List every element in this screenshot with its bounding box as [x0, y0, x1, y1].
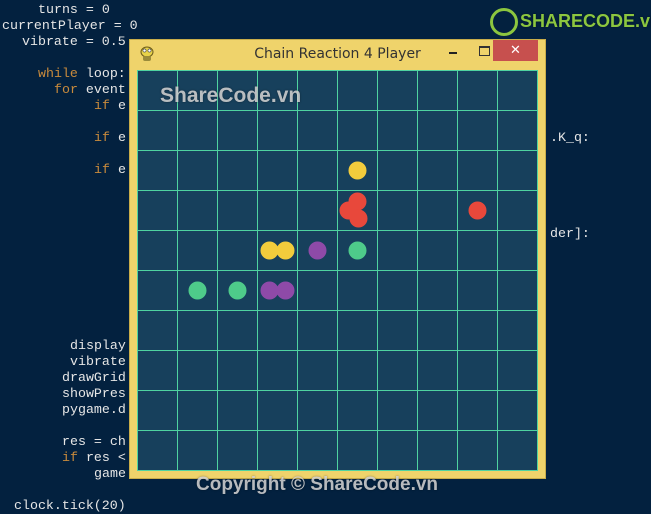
code-line: while loop: [38, 66, 126, 82]
code-line: res = ch [62, 434, 126, 450]
watermark-mid: ShareCode.vn [160, 84, 302, 107]
maximize-button[interactable] [470, 40, 500, 61]
code-text: loop: [77, 66, 126, 81]
code-text: vibrate [70, 354, 126, 369]
code-line: for event [54, 82, 126, 98]
code-text: showPres [62, 386, 126, 401]
code-line: display [70, 338, 126, 354]
code-line: pygame.d [62, 402, 126, 418]
code-line: vibrate [70, 354, 126, 370]
game-board[interactable] [137, 70, 538, 471]
code-keyword: if [94, 98, 110, 113]
code-fragment: .K_q: [550, 130, 590, 145]
orb-yellow [260, 241, 279, 260]
orb-green [348, 241, 367, 260]
orb-yellow [276, 241, 295, 260]
code-text: turns = 0 [38, 2, 110, 17]
code-line: vibrate = 0.5 [22, 34, 126, 50]
orb-purple [276, 281, 295, 300]
code-text: event [77, 82, 126, 97]
sharecode-logo: SHARECODE.vn [490, 8, 651, 36]
code-line: game [94, 466, 126, 482]
orb-purple [308, 241, 327, 260]
code-text: game [94, 466, 126, 481]
window-title: Chain Reaction 4 Player [254, 46, 421, 62]
code-keyword: if [94, 130, 110, 145]
code-text: pygame.d [62, 402, 126, 417]
code-line: if e [94, 98, 126, 114]
code-text: drawGrid [62, 370, 126, 385]
code-keyword: if [62, 450, 78, 465]
code-line: currentPlayer = 0 [2, 18, 138, 34]
code-text: currentPlayer = 0 [2, 18, 138, 33]
code-fragment: der]: [550, 226, 590, 241]
orb-green [188, 281, 207, 300]
code-line: clock.tick(20) [14, 498, 126, 514]
code-line: if res < [62, 450, 126, 466]
watermark-copyright: Copyright © ShareCode.vn [196, 474, 439, 495]
code-text: e [109, 162, 126, 177]
code-text: e [109, 130, 126, 145]
code-text: display [70, 338, 126, 353]
code-text: e [109, 98, 126, 113]
logo-text: SHARECODE.vn [520, 10, 651, 31]
orb-red [468, 201, 487, 220]
code-keyword: if [94, 162, 110, 177]
logo-icon [490, 8, 518, 36]
orb-red [349, 209, 368, 228]
code-keyword: while [38, 66, 78, 81]
code-text: clock.tick(20) [14, 498, 126, 513]
minimize-button[interactable] [440, 40, 468, 61]
code-line: if e [94, 162, 126, 178]
code-keyword: for [54, 82, 78, 97]
title-bar[interactable]: Chain Reaction 4 Player ✕ [130, 40, 545, 70]
orb-purple [260, 281, 279, 300]
close-button[interactable]: ✕ [493, 40, 538, 61]
code-text: vibrate = 0.5 [22, 34, 126, 49]
code-text: res < [77, 450, 126, 465]
code-line: if e [94, 130, 126, 146]
code-line: turns = 0 [38, 2, 110, 18]
orb-yellow [348, 161, 367, 180]
game-window: Chain Reaction 4 Player ✕ [130, 40, 545, 478]
pygame-snake-icon [140, 46, 154, 61]
orb-green [228, 281, 247, 300]
code-text: res = ch [62, 434, 126, 449]
code-line: showPres [62, 386, 126, 402]
code-line: drawGrid [62, 370, 126, 386]
